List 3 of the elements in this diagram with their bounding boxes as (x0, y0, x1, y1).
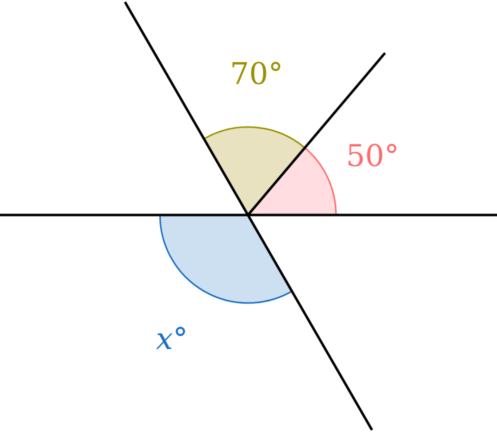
angle-label: 50° (346, 142, 400, 172)
angle-label: x° (156, 325, 188, 355)
angle-label: 70° (230, 60, 284, 90)
